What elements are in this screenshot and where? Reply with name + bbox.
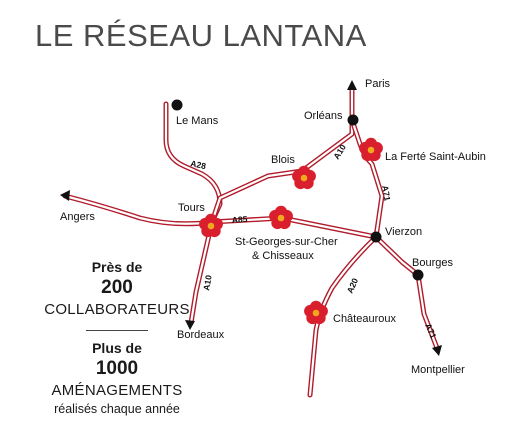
collab-number: 200	[101, 277, 133, 298]
dots-layer	[171, 99, 424, 281]
city-label-st-georges-line2: & Chisseaux	[252, 250, 314, 262]
road-label-a71-south: A71	[423, 322, 439, 341]
chateauroux-flower-icon	[304, 300, 328, 325]
road-vierzon-bourges	[373, 234, 421, 278]
stats-panel: Près de 200 COLLABORATEURS Plus de 1000 …	[28, 258, 206, 417]
amenag-suffix: réalisés chaque année	[54, 402, 180, 416]
road-label-a20: A20	[345, 276, 361, 295]
city-label-orleans: Orléans	[304, 110, 343, 122]
road-a28	[163, 101, 223, 225]
road-label-a85: A85	[231, 214, 248, 225]
city-label-chateauroux: Châteauroux	[333, 313, 396, 325]
le-mans-dot	[171, 99, 183, 111]
collab-prefix: Près de	[91, 259, 143, 275]
road-a10-south	[188, 219, 215, 326]
arrows-layer	[60, 80, 442, 356]
la-ferte-flower-icon	[359, 137, 383, 162]
city-label-tours: Tours	[178, 202, 205, 214]
orleans-dot	[347, 114, 359, 126]
page-title: LE RÉSEAU LANTANA	[35, 18, 367, 53]
city-label-blois: Blois	[271, 154, 295, 166]
montpellier-arrow-icon	[432, 345, 442, 356]
city-label-bordeaux: Bordeaux	[177, 329, 225, 341]
amenag-label: AMÉNAGEMENTS	[51, 382, 183, 399]
paris-arrow-icon	[347, 80, 357, 90]
road-tours-blois-orleans	[209, 117, 355, 225]
city-label-vierzon: Vierzon	[385, 226, 422, 238]
road-label-a71-north: A71	[380, 185, 393, 202]
st-georges-flower-icon	[269, 205, 293, 230]
road-a71-south	[415, 272, 440, 351]
city-label-le-mans: Le Mans	[176, 115, 219, 127]
city-label-angers: Angers	[60, 211, 95, 223]
blois-flower-icon	[292, 165, 316, 190]
road-a71-north	[349, 117, 385, 240]
bourges-dot	[412, 269, 424, 281]
stats-divider	[86, 330, 148, 331]
road-label-a10-south: A10	[201, 274, 214, 291]
amenag-prefix: Plus de	[92, 340, 142, 356]
amenag-number: 1000	[95, 358, 139, 379]
tours-flower-icon	[199, 213, 223, 238]
road-angers-tours	[62, 193, 215, 227]
city-label-la-ferte: La Ferté Saint-Aubin	[385, 151, 486, 163]
road-label-a28: A28	[190, 158, 208, 171]
city-label-bourges: Bourges	[412, 257, 453, 269]
angers-arrow-icon	[60, 190, 70, 201]
bordeaux-arrow-icon	[185, 320, 195, 330]
vierzon-dot	[370, 231, 382, 243]
city-label-paris: Paris	[365, 78, 391, 90]
city-labels-layer: Le Mans Orléans Paris Angers Tours Blois…	[60, 78, 486, 376]
city-label-montpellier: Montpellier	[411, 364, 465, 376]
collab-label: COLLABORATEURS	[44, 301, 190, 318]
city-label-st-georges: St-Georges-sur-Cher	[235, 236, 338, 248]
flowers-layer	[199, 137, 383, 325]
